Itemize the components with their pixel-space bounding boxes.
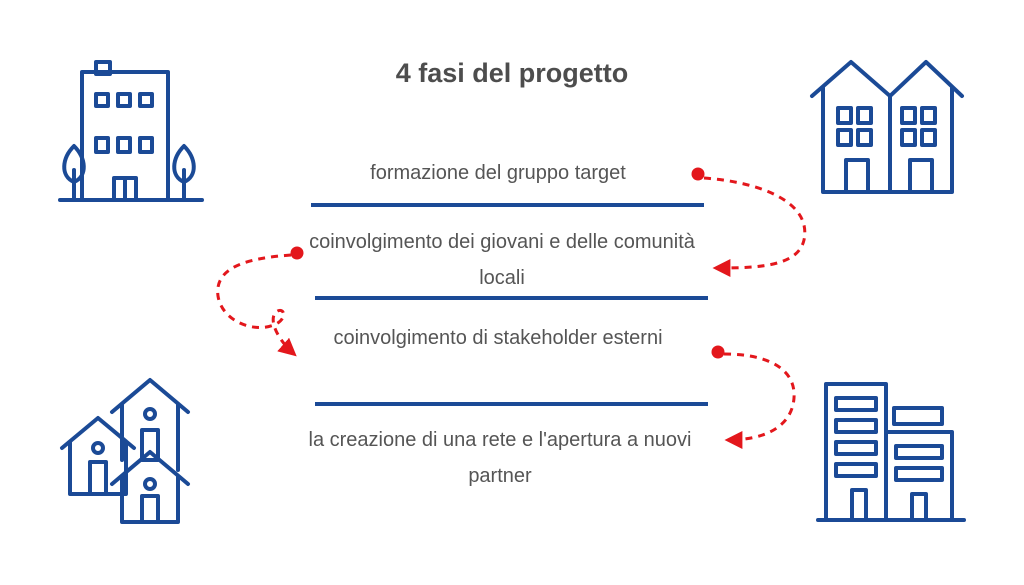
- diagram-title: 4 fasi del progetto: [395, 58, 629, 88]
- arrow-step2-to-step3: [216, 246, 304, 357]
- step-3-label: coinvolgimento di stakeholder esterni: [333, 327, 663, 349]
- step-divider-2: [315, 296, 708, 300]
- arrow-step1-to-step2: [691, 167, 807, 277]
- office-building-icon: [816, 382, 966, 522]
- twin-houses-icon: [810, 60, 964, 194]
- step-4-label: la creazione di una rete e l'apertura a …: [308, 429, 692, 487]
- house-cluster-icon: [60, 378, 190, 524]
- apartment-building-with-trees-icon: [58, 60, 204, 202]
- step-divider-3: [315, 402, 708, 406]
- step-divider-1: [311, 203, 704, 207]
- step-1-label: formazione del gruppo target: [370, 162, 626, 184]
- arrow-step3-to-step4: [711, 345, 796, 449]
- step-2-label: coinvolgimento dei giovani e delle comun…: [309, 231, 695, 289]
